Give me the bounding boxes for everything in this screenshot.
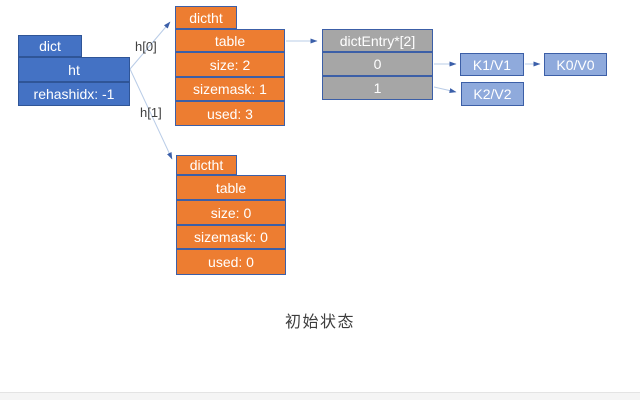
dictht-bottom-row-used: used: 0 [176,249,286,275]
dictht-bottom-row-table: table [176,175,286,200]
dictht-bottom-row-size: size: 0 [176,200,286,225]
bottom-edge-strip [0,392,640,400]
diagram-caption: 初始状态 [284,314,355,331]
dict-row-ht: ht [18,57,130,82]
arrow-slot1-to-k2v2 [433,86,457,93]
dictht-top-row-size: size: 2 [175,52,285,77]
dictht-bottom-title-tab: dictht [176,155,237,175]
label-h1: h[1] [140,105,162,120]
dictht-top-title-tab: dictht [175,6,237,29]
dictentry-slot-0: 0 [322,52,433,76]
label-h0: h[0] [135,39,157,54]
dict-title-tab: dict [18,35,82,57]
kv-node-k1v1: K1/V1 [460,53,524,76]
dictentry-array-header: dictEntry*[2] [322,29,433,52]
dictentry-slot-1: 1 [322,76,433,100]
dictht-top-row-table: table [175,29,285,52]
kv-node-k0v0: K0/V0 [544,53,607,76]
dictht-bottom-row-sizemask: sizemask: 0 [176,225,286,249]
dict-row-rehashidx: rehashidx: -1 [18,82,130,106]
dictht-top-row-sizemask: sizemask: 1 [175,77,285,101]
dictht-top-row-used: used: 3 [175,101,285,126]
kv-node-k2v2: K2/V2 [461,82,524,106]
